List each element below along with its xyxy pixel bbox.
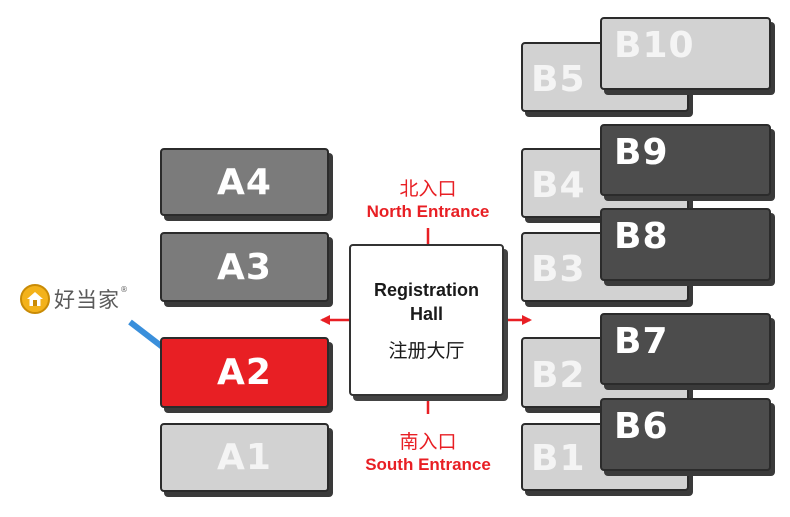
north-entrance-en: North Entrance xyxy=(366,202,490,221)
brand-logo: 好当家 ® xyxy=(20,284,128,314)
north-entrance-label: 北入口 North Entrance xyxy=(338,177,518,223)
booth-a3[interactable]: A3 xyxy=(160,232,329,302)
south-entrance-zh: 南入口 xyxy=(399,431,457,453)
booth-b8[interactable]: B8 xyxy=(600,208,771,281)
hall-title-zh: 注册大厅 xyxy=(388,339,465,362)
south-entrance-en: South Entrance xyxy=(365,455,491,474)
hall-title-line1: Registration xyxy=(373,279,479,300)
hall-title-line2: Hall xyxy=(409,303,443,324)
house-icon xyxy=(20,284,50,314)
north-entrance-zh: 北入口 xyxy=(399,178,457,200)
south-entrance-label: 南入口 South Entrance xyxy=(338,430,518,476)
booth-a4[interactable]: A4 xyxy=(160,148,329,216)
booth-a2[interactable]: A2 xyxy=(160,337,329,408)
booth-a1[interactable]: A1 xyxy=(160,423,329,492)
booth-b9[interactable]: B9 xyxy=(600,124,771,196)
booth-b7[interactable]: B7 xyxy=(600,313,771,385)
registered-mark: ® xyxy=(120,284,128,294)
brand-logo-text: 好当家 xyxy=(54,288,120,312)
booth-b6[interactable]: B6 xyxy=(600,398,771,471)
booth-b10[interactable]: B10 xyxy=(600,17,771,90)
registration-hall[interactable]: Registration Hall 注册大厅 xyxy=(349,244,504,396)
